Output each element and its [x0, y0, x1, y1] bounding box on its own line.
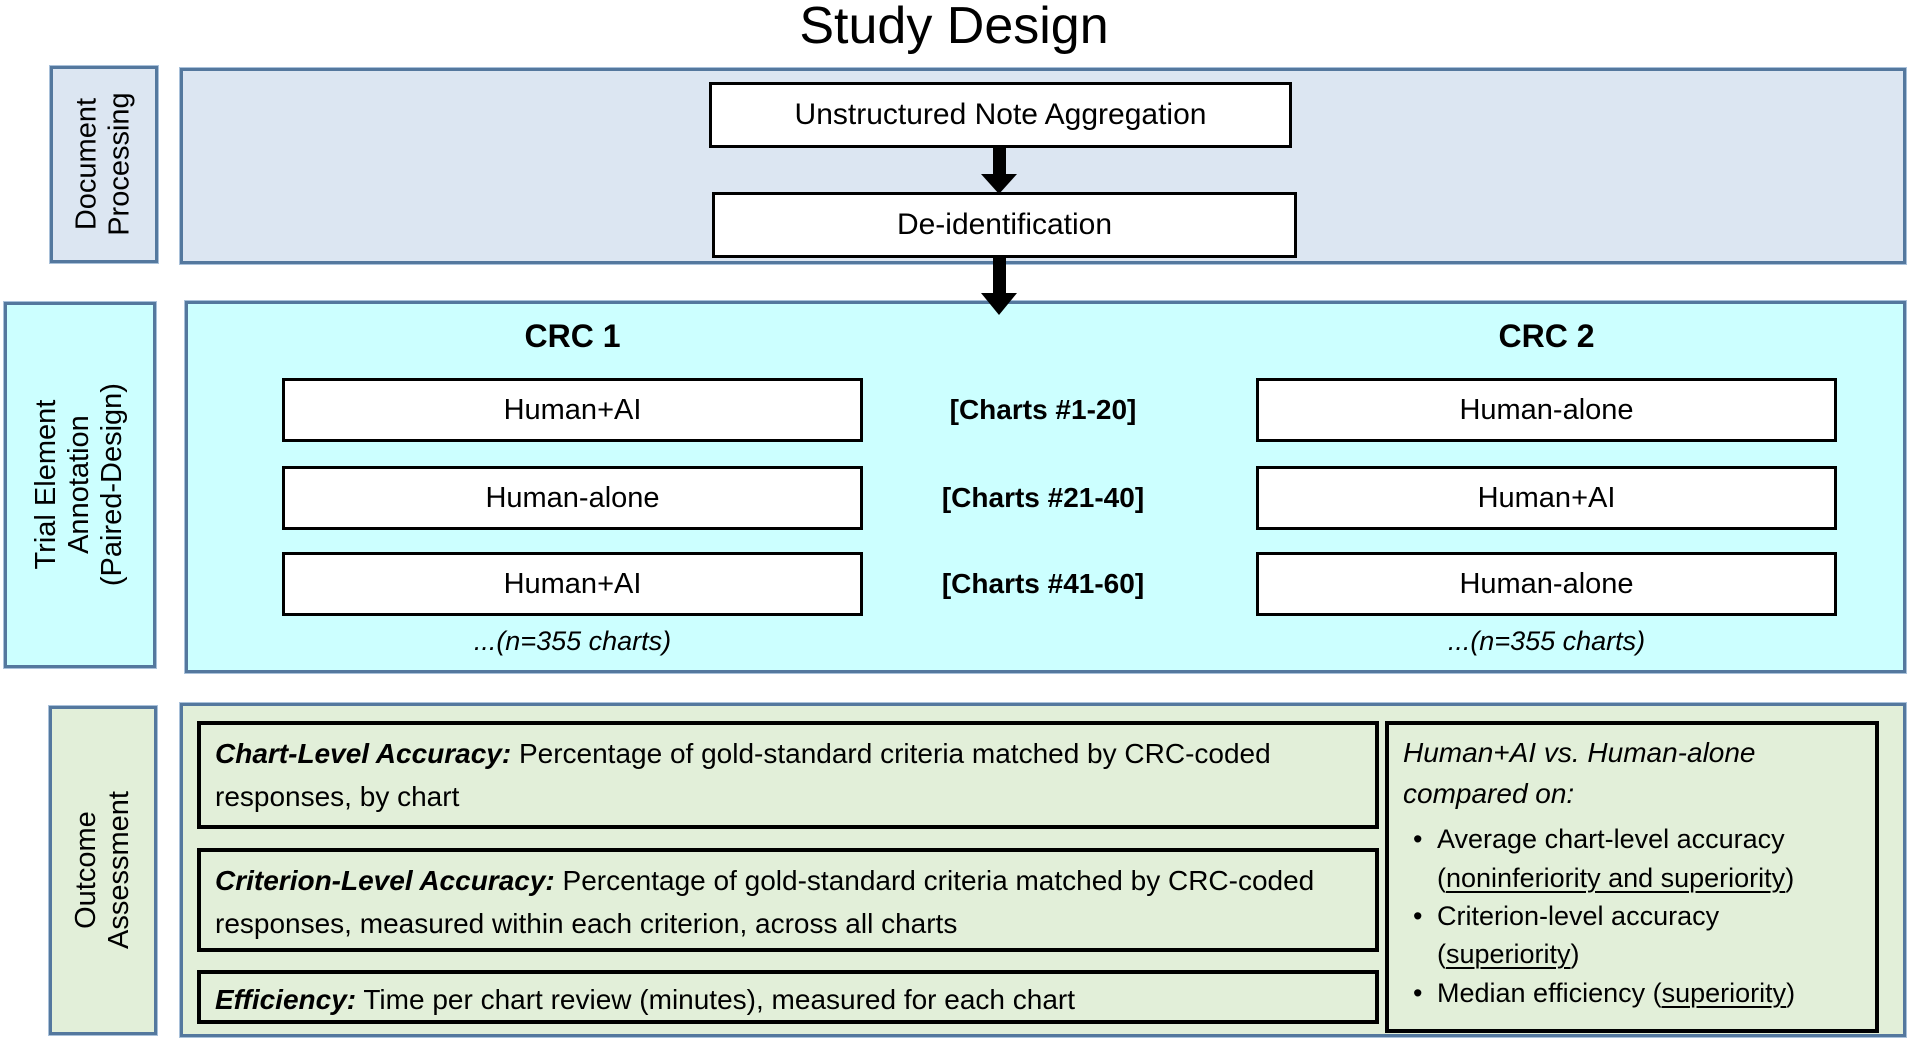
sidebar-line: Outcome	[69, 811, 102, 930]
comparison-bullet: Median efficiency (superiority)	[1403, 974, 1863, 1013]
comparison-header-line: Human+AI vs. Human-alone	[1403, 737, 1756, 768]
metric-text: Percentage of gold-standard criteria mat…	[215, 738, 1271, 813]
crc2-assignment-box: Human+AI	[1256, 466, 1837, 530]
step-label: De-identification	[896, 208, 1113, 241]
sidebar-line: Trial Element	[30, 400, 63, 570]
step-de-identification: De-identification	[712, 192, 1297, 258]
bullet-underlined-text: superiority	[1446, 939, 1571, 970]
bullet-text: )	[1570, 939, 1580, 970]
sidebar-line: Annotation	[63, 415, 96, 555]
sidebar-line: Document	[70, 98, 103, 231]
comparison-box: Human+AI vs. Human-alone compared on: Av…	[1385, 721, 1879, 1033]
crc2-header: CRC 2	[1498, 318, 1595, 354]
sidebar-trial-element-annotation: Trial Element Annotation (Paired-Design)	[4, 302, 156, 668]
comparison-header-line: compared on:	[1403, 777, 1575, 809]
metric-criterion-level-accuracy: Criterion-Level Accuracy: Percentage of …	[197, 848, 1379, 952]
comparison-bullet: Criterion-level accuracy (superiority)	[1403, 897, 1863, 974]
crc1-note: ...(n=355 charts)	[473, 626, 672, 656]
crc2-assignment-box: Human-alone	[1256, 552, 1837, 616]
assignment-label: Human+AI	[1477, 481, 1616, 514]
metric-lead: Chart-Level Accuracy:	[215, 738, 512, 769]
assignment-label: Human-alone	[1459, 393, 1634, 426]
chart-group-label: [Charts #41-60]	[941, 568, 1145, 599]
metric-efficiency: Efficiency: Time per chart review (minut…	[197, 970, 1379, 1024]
assignment-label: Human-alone	[1459, 567, 1634, 600]
assignment-label: Human+AI	[503, 393, 642, 426]
chart-group-label: [Charts #21-40]	[941, 482, 1145, 513]
page-title: Study Design	[799, 0, 1109, 55]
metric-lead: Efficiency:	[215, 984, 357, 1015]
sidebar-trial-element-annotation-label: Trial Element Annotation (Paired-Design)	[30, 383, 129, 586]
sidebar-outcome-assessment: Outcome Assessment	[49, 706, 157, 1035]
crc1-assignment-box: Human-alone	[282, 466, 863, 530]
comparison-bullet: Average chart-level accuracy (noninferio…	[1403, 820, 1863, 897]
panel-outcome-assessment: Chart-Level Accuracy: Percentage of gold…	[180, 703, 1906, 1037]
sidebar-line: Processing	[104, 92, 136, 237]
bullet-underlined-text: noninferiority and superiority	[1446, 862, 1786, 893]
bullet-text: )	[1785, 862, 1795, 893]
sidebar-line: Assessment	[103, 791, 136, 950]
chart-group-label: [Charts #1-20]	[949, 394, 1137, 425]
bullet-text: Median efficiency (	[1437, 977, 1662, 1008]
step-label: Unstructured Note Aggregation	[794, 98, 1207, 131]
comparison-list: Average chart-level accuracy (noninferio…	[1403, 820, 1863, 1012]
crc1-header: CRC 1	[524, 318, 621, 354]
sidebar-outcome-assessment-labelwrap: Outcome Assessment	[52, 709, 154, 1032]
sidebar-line: (Paired-Design)	[96, 383, 129, 587]
metric-lead: Criterion-Level Accuracy:	[215, 865, 555, 896]
sidebar-document-processing-label: Document Processing	[71, 93, 137, 236]
bullet-underlined-text: superiority	[1661, 977, 1787, 1008]
sidebar-trial-element-annotation-labelwrap: Trial Element Annotation (Paired-Design)	[7, 305, 153, 665]
panel-trial-element-annotation: CRC 1 CRC 2 Human+AI Human-alone Human+A…	[185, 301, 1906, 673]
crc2-note: ...(n=355 charts)	[1447, 626, 1646, 656]
bullet-text: )	[1786, 977, 1796, 1008]
bullet-text: Criterion-level accuracy (	[1437, 900, 1720, 970]
assignment-label: Human+AI	[503, 567, 642, 600]
metric-text: Time per chart review (minutes), measure…	[356, 984, 1076, 1015]
crc2-assignment-box: Human-alone	[1256, 378, 1837, 442]
crc1-assignment-box: Human+AI	[282, 378, 863, 442]
panel-document-processing: Unstructured Note Aggregation De-identif…	[180, 68, 1906, 264]
sidebar-document-processing-labelwrap: Document Processing	[53, 69, 155, 260]
bullet-text: Average chart-level accuracy (	[1437, 824, 1785, 893]
sidebar-outcome-assessment-label: Outcome Assessment	[70, 792, 136, 950]
assignment-label: Human-alone	[485, 481, 660, 514]
metric-chart-level-accuracy: Chart-Level Accuracy: Percentage of gold…	[197, 721, 1379, 829]
crc1-assignment-box: Human+AI	[282, 552, 863, 616]
metric-text: Percentage of gold-standard criteria mat…	[215, 865, 1315, 940]
sidebar-document-processing: Document Processing	[50, 66, 158, 263]
comparison-header: Human+AI vs. Human-alone compared on:	[1403, 733, 1863, 814]
step-unstructured-note-aggregation: Unstructured Note Aggregation	[709, 82, 1292, 148]
